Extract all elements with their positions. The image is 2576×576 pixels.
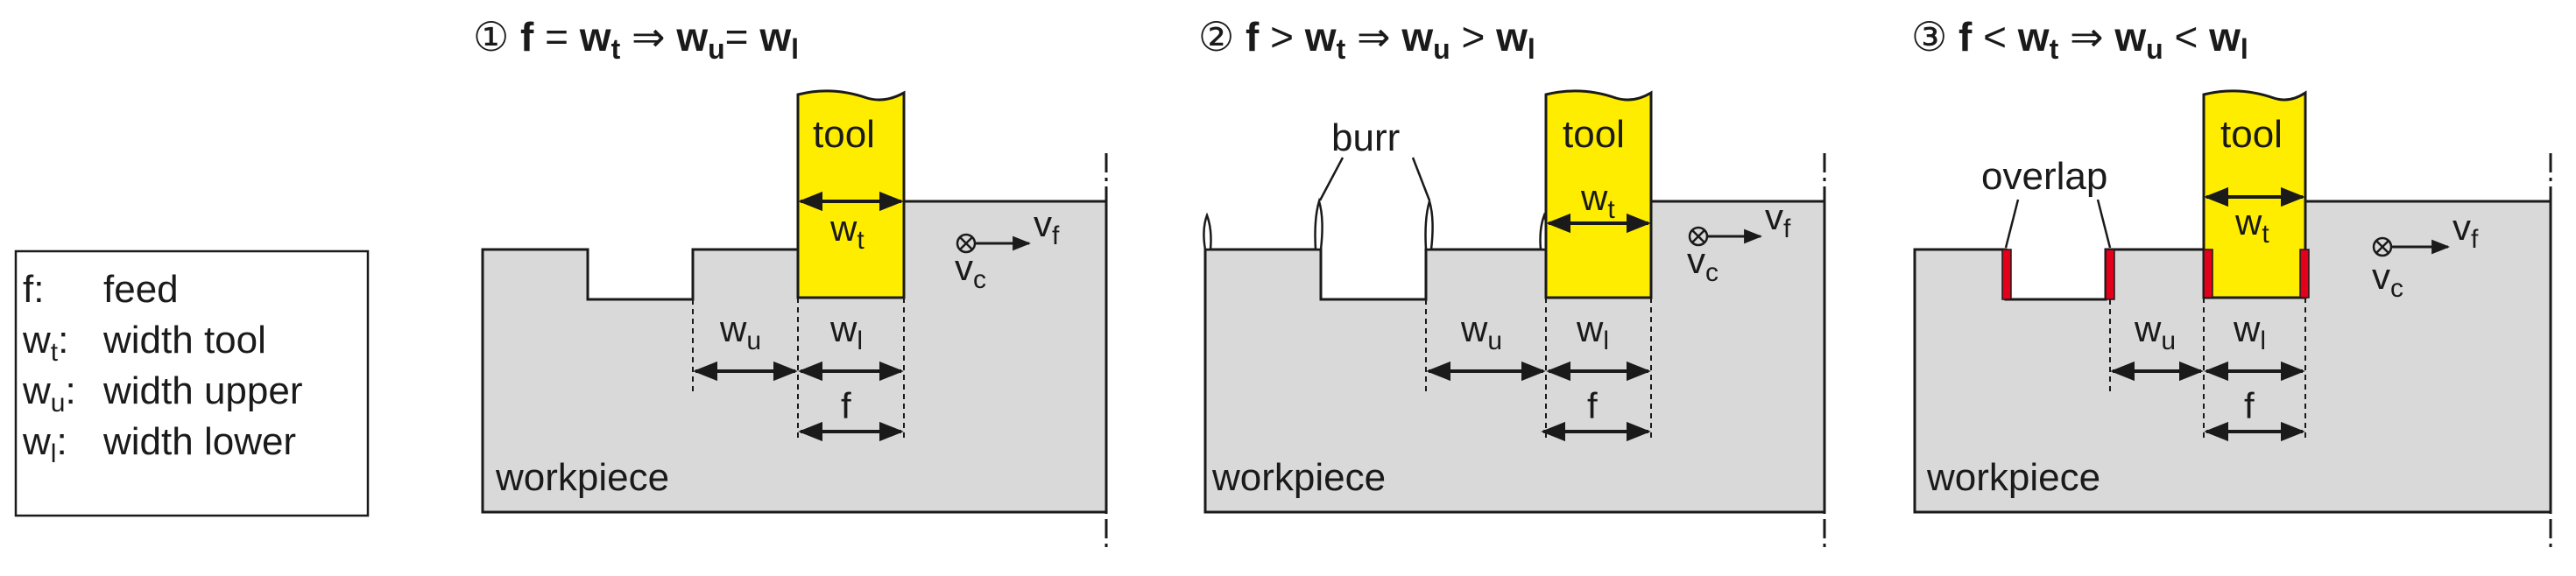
legend-box <box>14 249 370 517</box>
panel-2-workpiece-label: workpiece <box>1211 456 1386 499</box>
panel-2-f-label: f <box>1587 385 1598 426</box>
panel-1-formula: ① f = wt ⇒ wu= wl <box>473 14 799 65</box>
panel-2-vc: vc <box>1687 240 1719 287</box>
panel-2-wl-label: wl <box>1576 308 1609 355</box>
legend-row-wu: wu: <box>22 369 76 418</box>
panel-3-overlap-leader-left <box>2004 199 2020 249</box>
panel-3: ③ f < wt ⇒ wu < wl tool overlap wt vf vc <box>1911 14 2552 551</box>
panel-3-velocity: vf vc <box>2372 207 2479 303</box>
panel-2-burr-label: burr <box>1331 116 1400 159</box>
panel-3-wt-label: wt <box>2234 201 2269 249</box>
panel-2-velocity: vf vc <box>1687 196 1791 287</box>
panel-1-wt-label: wt <box>829 207 865 255</box>
panel-3-overlap-label: overlap <box>1981 155 2107 198</box>
panel-2-burr-leader-left <box>1318 157 1344 201</box>
panel-1-wu-label: wu <box>719 308 761 355</box>
panel-1-f-label: f <box>841 385 851 426</box>
legend-desc-feed: feed <box>103 268 179 311</box>
panel-3-wu-label: wu <box>2134 308 2176 355</box>
legend-desc-wl: width lower <box>102 420 296 463</box>
panel-2-burr-leader-right <box>1411 157 1431 201</box>
panel-2-formula: ② f > wt ⇒ wu > wl <box>1198 14 1535 65</box>
legend: f: feed wt: width tool wu: width upper w… <box>14 249 370 517</box>
panel-2-wt-label: wt <box>1580 177 1615 224</box>
panel-2-wu-label: wu <box>1460 308 1502 355</box>
legend-row-wt: wt: <box>22 319 68 367</box>
panel-2-vf: vf <box>1765 196 1791 243</box>
panel-1-wl-label: wl <box>829 308 863 355</box>
panel-3-f-label: f <box>2244 385 2255 426</box>
panel-3-tool-label: tool <box>2220 113 2283 156</box>
panel-3-formula: ③ f < wt ⇒ wu < wl <box>1911 14 2248 65</box>
panel-1-workpiece-label: workpiece <box>495 456 669 499</box>
panel-1-vc: vc <box>955 247 986 294</box>
legend-desc-wu: width upper <box>102 369 302 412</box>
panel-3-overlap-leader-right <box>2096 199 2112 249</box>
panel-3-vf: vf <box>2452 207 2479 254</box>
panel-3-vc: vc <box>2372 256 2403 303</box>
panel-3-wl-label: wl <box>2233 308 2266 355</box>
panel-1-velocity: vf vc <box>955 203 1060 294</box>
panel-3-workpiece-label: workpiece <box>1926 456 2100 499</box>
panel-2: ② f > wt ⇒ wu > wl burr tool wt vf vc wu <box>1198 14 1826 551</box>
legend-desc-wt: width tool <box>102 319 266 362</box>
legend-row-wl: wl: <box>22 420 67 468</box>
panel-2-tool-label: tool <box>1563 113 1625 156</box>
panel-1-vf: vf <box>1034 203 1060 250</box>
legend-row-feed: f: <box>23 268 44 311</box>
panel-2-tool <box>1544 89 1653 299</box>
panel-1: ① f = wt ⇒ wu= wl tool wt vf vc wu wl f … <box>473 14 1108 551</box>
panel-2-burrs <box>1203 197 1549 251</box>
panel-1-tool-label: tool <box>813 113 875 156</box>
